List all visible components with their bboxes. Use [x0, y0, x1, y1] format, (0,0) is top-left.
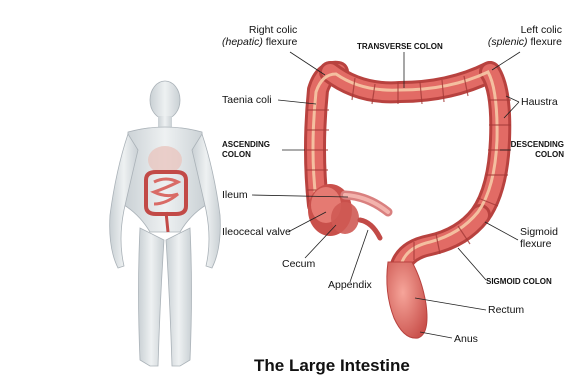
ascending-line2: COLON — [222, 150, 270, 160]
label-right-colic-flexure: Right colic (hepatic) flexure — [222, 24, 297, 48]
label-sigmoid-colon: SIGMOID COLON — [486, 277, 552, 287]
label-anus: Anus — [454, 333, 478, 345]
label-rectum: Rectum — [488, 304, 524, 316]
right-colic-hepatic: (hepatic) — [222, 36, 263, 48]
label-haustra: Haustra — [521, 96, 558, 108]
label-ileocecal-valve: Ileocecal valve — [222, 226, 291, 238]
sigmoid-flexure-line2: flexure — [520, 238, 558, 250]
left-colic-line2: (splenic) flexure — [480, 36, 562, 48]
label-cecum: Cecum — [282, 258, 315, 270]
left-colic-line1: Left colic — [480, 24, 562, 36]
descending-line1: DESCENDING — [506, 140, 564, 150]
human-figure — [110, 81, 221, 366]
right-colic-line1: Right colic — [222, 24, 297, 36]
label-transverse-colon: TRANSVERSE COLON — [357, 42, 443, 52]
left-colic-splenic: (splenic) — [488, 36, 528, 48]
label-left-colic-flexure: Left colic (splenic) flexure — [480, 24, 562, 48]
label-ascending-colon: ASCENDING COLON — [222, 140, 270, 160]
label-appendix: Appendix — [328, 279, 372, 291]
label-descending-colon: DESCENDING COLON — [506, 140, 564, 160]
colon-illustration — [306, 72, 511, 338]
left-colic-flexure-word: flexure — [528, 36, 562, 48]
label-taenia-coli: Taenia coli — [222, 94, 272, 106]
label-ileum: Ileum — [222, 189, 248, 201]
right-colic-flexure-word: flexure — [263, 36, 297, 48]
diagram-title: The Large Intestine — [254, 356, 410, 376]
label-sigmoid-flexure: Sigmoid flexure — [520, 226, 558, 250]
descending-line2: COLON — [506, 150, 564, 160]
right-colic-line2: (hepatic) flexure — [222, 36, 297, 48]
ascending-line1: ASCENDING — [222, 140, 270, 150]
sigmoid-flexure-line1: Sigmoid — [520, 226, 558, 238]
